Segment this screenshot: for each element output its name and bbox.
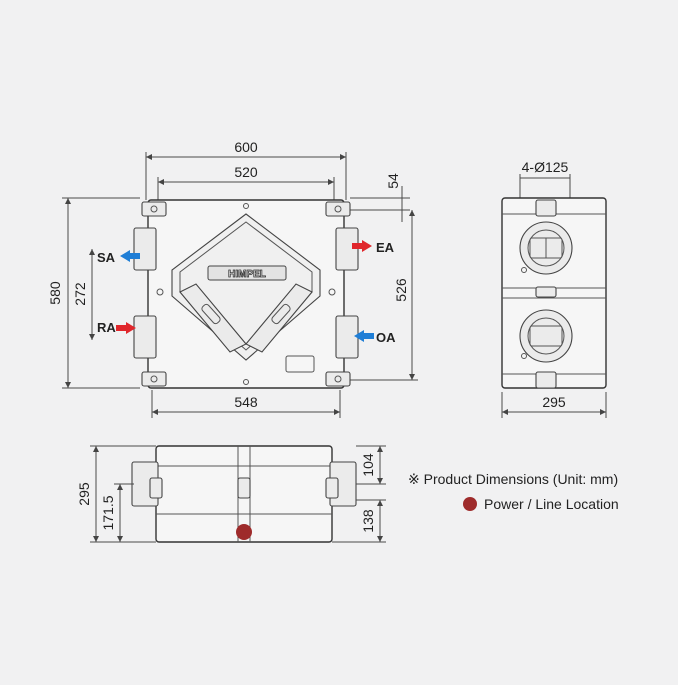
duct-collar-oa [335, 315, 359, 359]
filter-handle-right [245, 283, 313, 353]
mount-bracket [325, 201, 351, 217]
arrow-oa-in [354, 330, 374, 342]
mount-bracket [325, 371, 351, 387]
brand-plate [207, 265, 287, 281]
arrow-sa-out [120, 250, 140, 262]
legend: ※ Product Dimensions (Unit: mm) Power / … [408, 471, 619, 512]
arrow-ra-in [116, 322, 136, 334]
port-label-oa: OA [376, 330, 396, 345]
brand-name: HIMPEL [228, 269, 266, 280]
port-label-sa: SA [97, 250, 116, 265]
front-view: 295 171.5 104 138 [76, 445, 386, 543]
power-line-location-marker [236, 524, 252, 540]
port-label-ra: RA [97, 320, 116, 335]
legend-power-location: Power / Line Location [484, 496, 619, 512]
dim-520-label: 520 [234, 164, 258, 180]
duct-collar-sa [133, 227, 157, 271]
dim-295-side-label: 295 [542, 394, 566, 410]
top-view: 600 520 54 580 272 526 54 [47, 139, 418, 418]
dim-295-front-label: 295 [76, 482, 92, 506]
dim-duct-label: 4-Ø125 [522, 159, 569, 175]
label-plate [285, 355, 315, 373]
side-view: 4-Ø125 295 [501, 159, 607, 418]
legend-power-dot [463, 497, 477, 511]
dim-171-label: 171.5 [100, 495, 116, 530]
dim-138-label: 138 [360, 509, 376, 533]
mount-bracket [141, 371, 167, 387]
duct-collar-ra [133, 315, 157, 359]
dim-548-label: 548 [234, 394, 258, 410]
dim-54-label: 54 [385, 173, 401, 189]
dim-104-label: 104 [360, 453, 376, 477]
arrow-ea-out [352, 240, 372, 252]
legend-dimensions-note: ※ Product Dimensions (Unit: mm) [408, 471, 618, 487]
dim-580-label: 580 [47, 281, 63, 305]
port-label-ea: EA [376, 240, 395, 255]
dim-600-label: 600 [234, 139, 258, 155]
dim-526-label: 526 [393, 278, 409, 302]
dim-272-label: 272 [72, 282, 88, 306]
mount-bracket [141, 201, 167, 217]
